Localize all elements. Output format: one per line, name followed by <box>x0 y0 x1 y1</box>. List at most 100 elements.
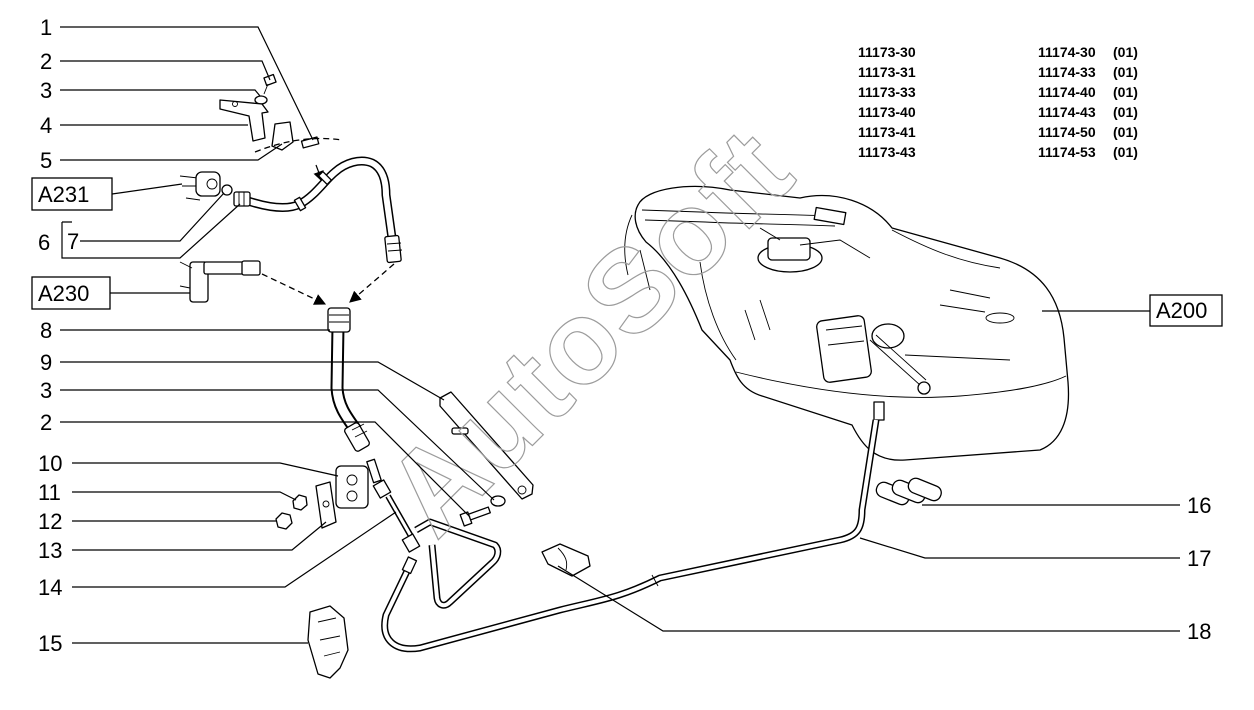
leader-lines-left <box>60 26 495 644</box>
clamp-hole <box>346 474 358 486</box>
callout-label: 14 <box>38 575 62 600</box>
reference-label: A200 <box>1156 298 1207 323</box>
model-variant: (01) <box>1113 84 1138 100</box>
leader-line <box>60 421 471 518</box>
model-variant: (01) <box>1113 44 1138 60</box>
model-code-alt: 11174-43 <box>1038 104 1096 120</box>
leader-line <box>72 462 339 477</box>
fitting-ribs <box>238 192 245 206</box>
callout-label: 3 <box>40 378 52 403</box>
model-code-row: 11173-41 11174-50 (01) <box>858 124 1138 140</box>
hose-fitting <box>233 191 251 207</box>
bracket-hole <box>322 500 330 508</box>
upper-fuel-hose <box>233 156 403 264</box>
model-variant: (01) <box>1113 144 1138 160</box>
leader-line <box>60 60 271 81</box>
filler-flange <box>871 323 905 349</box>
canister-detail <box>825 325 865 346</box>
callout-label: 7 <box>67 229 79 254</box>
fitting-ribs <box>351 423 368 438</box>
tank-outlet-nipple <box>873 401 885 421</box>
tank-seam <box>735 371 1067 398</box>
fuel-tank <box>624 185 1070 461</box>
leader-line <box>61 203 241 259</box>
plate-hole <box>517 485 527 495</box>
pipe-joint <box>651 574 659 587</box>
leader-line <box>111 183 183 195</box>
callout-label: 10 <box>38 451 62 476</box>
hose-outline <box>246 156 397 239</box>
model-code-row: 11173-30 11174-30 (01) <box>858 44 1138 60</box>
callouts-right: A200 16 17 18 <box>1149 294 1223 644</box>
clamp-hole <box>346 490 358 502</box>
model-code-alt: 11174-53 <box>1038 144 1096 160</box>
callout-label: 8 <box>40 318 52 343</box>
tank-rib <box>939 289 991 313</box>
model-code: 11173-33 <box>858 84 916 100</box>
connector-port <box>206 178 218 190</box>
tank-rib <box>744 299 771 341</box>
leader-line <box>557 565 1180 632</box>
pump-cap <box>767 237 811 261</box>
leader-line <box>60 389 495 501</box>
leader-line <box>859 537 1180 559</box>
reference-box <box>31 177 113 211</box>
callout-label: 9 <box>40 350 52 375</box>
flexible-hose <box>327 307 370 452</box>
elbow-pipe <box>179 261 193 289</box>
callout-label: 5 <box>40 148 52 173</box>
install-line <box>261 273 327 305</box>
line-clip <box>401 533 421 553</box>
hose-band <box>293 196 307 212</box>
tank-pipe <box>624 214 633 276</box>
mounting-bracket <box>219 99 269 142</box>
callout-label: 15 <box>38 631 62 656</box>
tank-boss <box>985 312 1015 324</box>
reference-label: A230 <box>38 281 89 306</box>
model-code: 11173-41 <box>858 124 916 140</box>
callout-label: 18 <box>1187 619 1211 644</box>
bolt-shank <box>263 83 269 95</box>
tank-vent-valve <box>813 206 847 226</box>
callout-label: 3 <box>40 78 52 103</box>
hose-end-fitting <box>384 234 402 264</box>
elbow-a230 <box>179 260 261 303</box>
model-code-row: 11173-40 11174-43 (01) <box>858 104 1138 120</box>
leader-line <box>80 192 225 242</box>
reference-box <box>31 276 111 310</box>
model-variant: (01) <box>1113 124 1138 140</box>
leader-line <box>72 491 297 501</box>
elbow-horizontal <box>203 261 245 275</box>
install-arc <box>254 137 343 153</box>
pipe-sleeves <box>875 477 942 506</box>
hose-band <box>317 170 333 186</box>
bent-line-fill <box>415 520 500 608</box>
model-variant: (01) <box>1113 104 1138 120</box>
clamp-body <box>335 465 369 509</box>
fuel-line <box>366 458 502 609</box>
hose-fill <box>247 158 395 239</box>
clamp-bracket <box>315 481 337 529</box>
clip-detail <box>557 547 568 571</box>
model-variant: (01) <box>1113 64 1138 80</box>
leader-line <box>60 26 314 141</box>
line-nut <box>366 458 382 484</box>
callouts-left: 1 2 3 4 5 A231 6 7 A230 8 9 3 2 10 11 12… <box>31 15 113 656</box>
model-code-row: 11173-31 11174-33 (01) <box>858 64 1138 80</box>
tank-pipe <box>644 219 836 227</box>
fuel-pipe-to-tank <box>381 419 880 653</box>
model-code: 11173-31 <box>858 64 916 80</box>
callout-label: 13 <box>38 538 62 563</box>
install-line <box>349 263 395 303</box>
callout-label: 12 <box>38 509 62 534</box>
model-code: 11173-40 <box>858 104 916 120</box>
filler-nut <box>917 381 931 395</box>
leader-line <box>72 511 397 588</box>
elbow-nut <box>241 260 261 276</box>
fitting-ribs <box>329 314 349 323</box>
nut <box>292 494 308 511</box>
plate-stud <box>451 427 469 435</box>
model-code-alt: 11174-33 <box>1038 64 1096 80</box>
tank-pipe <box>639 249 651 291</box>
o-ring <box>221 184 233 196</box>
